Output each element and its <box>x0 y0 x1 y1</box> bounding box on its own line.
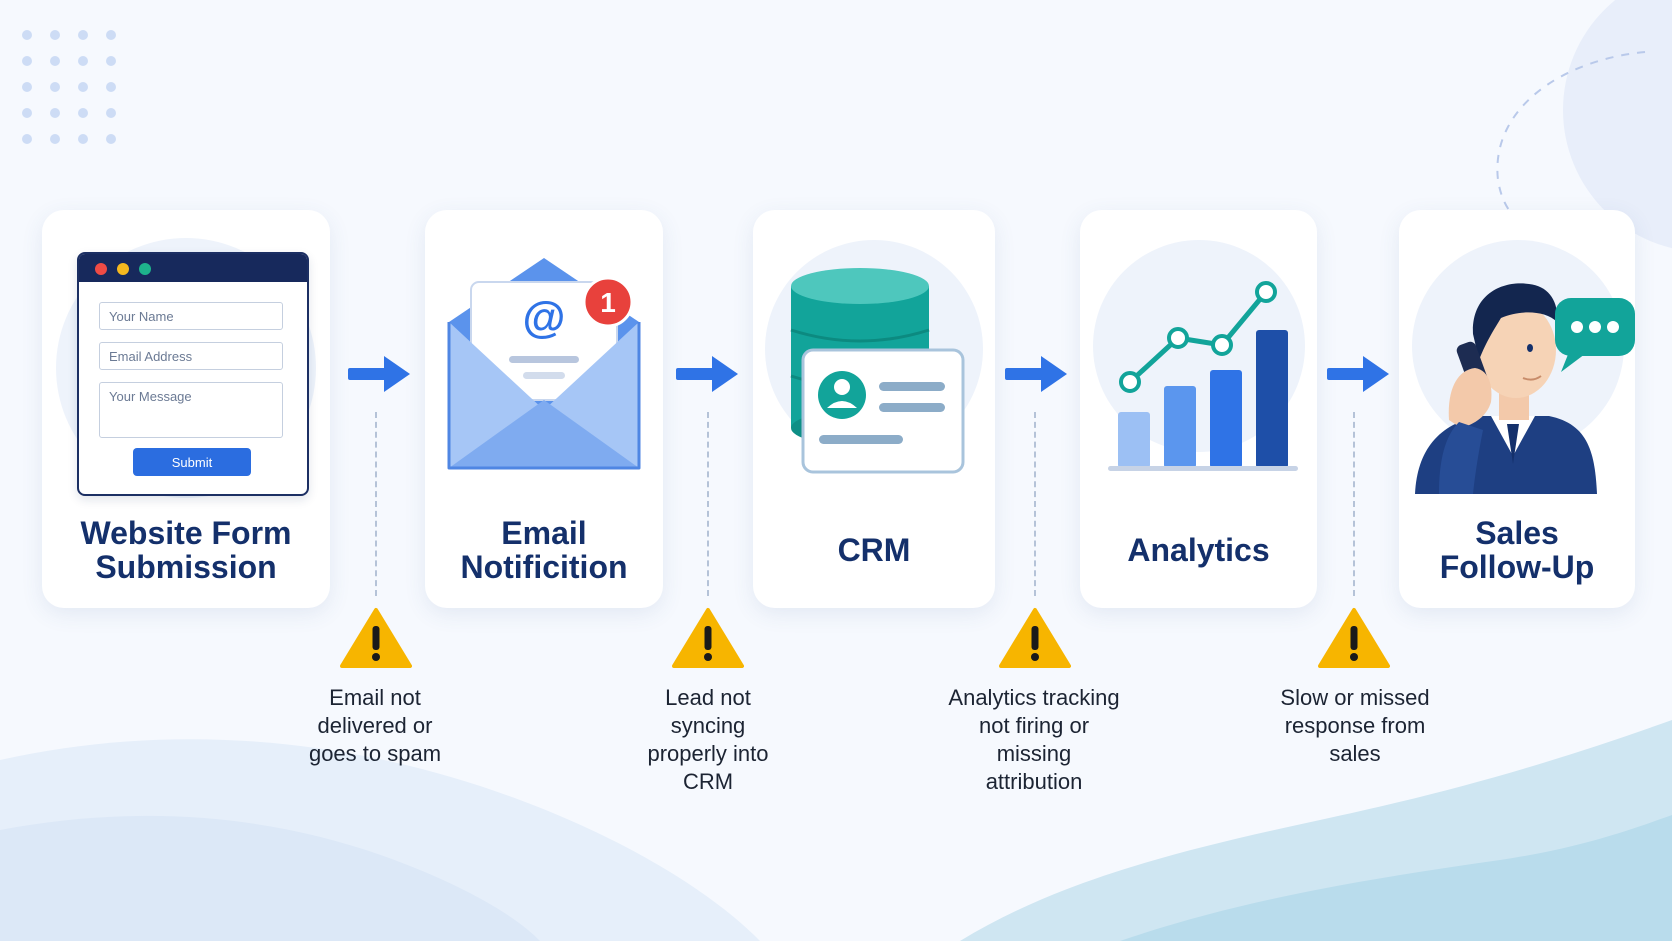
issue-connector-4 <box>1353 412 1355 596</box>
step-card-crm: CRM <box>753 210 995 608</box>
issue-text-email-delivery: Email not delivered or goes to spam <box>308 685 442 766</box>
crm-database-icon <box>790 268 965 474</box>
decorative-dot-grid <box>22 30 134 144</box>
flow-arrow-1 <box>348 356 410 392</box>
flow-arrow-3 <box>1005 356 1067 392</box>
web-form-icon: Your Name Email Address Your Message Sub… <box>77 252 309 496</box>
warning-icon <box>1318 608 1390 668</box>
step-title: Email Notificition <box>460 515 628 585</box>
window-title-bar <box>79 254 307 282</box>
flow-arrow-2 <box>676 356 738 392</box>
step-title: Analytics <box>1127 532 1270 568</box>
step-title: Website Form Submission <box>80 515 292 585</box>
step-title: Sales Follow-Up <box>1439 515 1595 585</box>
step-title: CRM <box>837 532 911 568</box>
email-envelope-icon: @ 1 <box>447 258 641 470</box>
warning-icon <box>340 608 412 668</box>
issue-text-analytics-tracking: Analytics tracking not firing or missing… <box>948 685 1120 794</box>
issue-connector-2 <box>707 412 709 596</box>
at-symbol: @ <box>523 293 566 342</box>
flow-arrow-4 <box>1327 356 1389 392</box>
form-message-field: Your Message <box>99 382 283 438</box>
notification-count: 1 <box>600 287 616 318</box>
issue-connector-3 <box>1034 412 1036 596</box>
issue-connector-1 <box>375 412 377 596</box>
form-email-field: Email Address <box>99 342 283 370</box>
analytics-chart-icon <box>1108 281 1298 471</box>
form-submit-button: Submit <box>133 448 251 476</box>
step-card-analytics: Analytics <box>1080 210 1317 608</box>
step-card-email-notification: @ 1 Email Notificition <box>425 210 663 608</box>
step-card-sales-follow-up: Sales Follow-Up <box>1399 210 1635 608</box>
issue-text-sales-response: Slow or missed response from sales <box>1280 685 1430 766</box>
form-name-field: Your Name <box>99 302 283 330</box>
notification-badge <box>582 276 634 328</box>
warning-icon <box>999 608 1071 668</box>
sales-person-phone-icon <box>1415 283 1635 494</box>
issue-text-crm-sync: Lead not syncing properly into CRM <box>647 685 769 794</box>
step-card-website-form: Your Name Email Address Your Message Sub… <box>42 210 330 608</box>
warning-icon <box>672 608 744 668</box>
